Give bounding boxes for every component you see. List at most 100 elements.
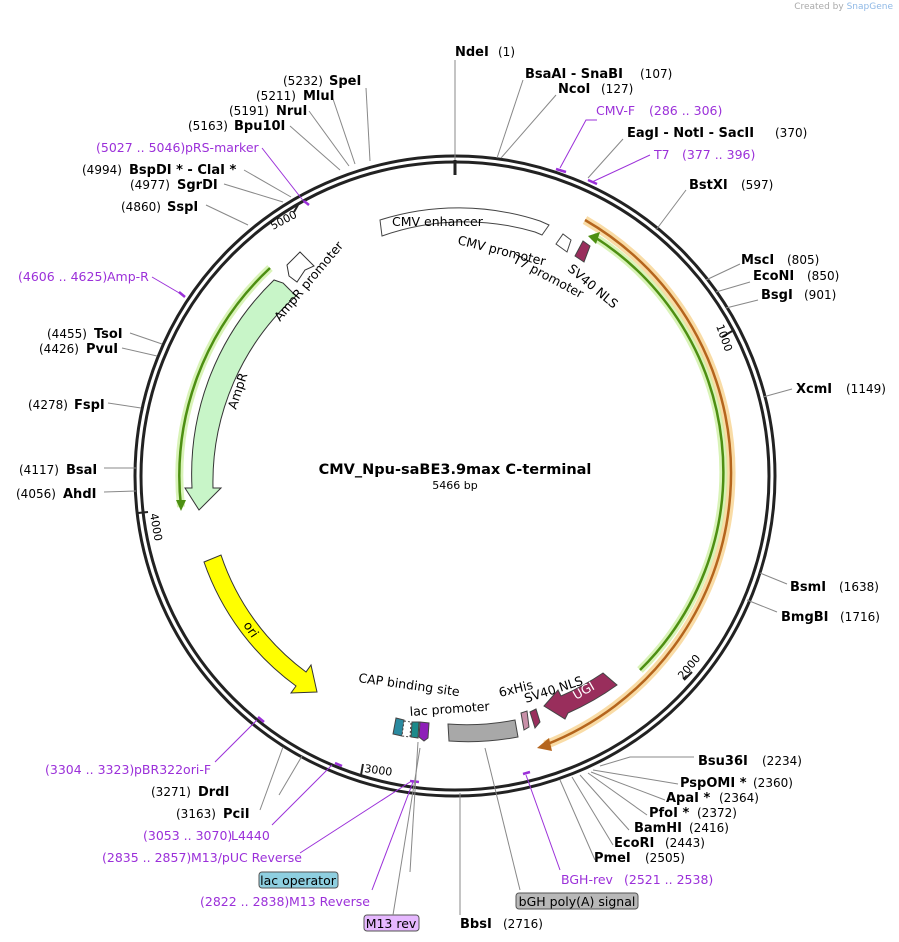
enzyme-msci-pos: (805) — [787, 253, 819, 267]
enzyme-bsgi: BsgI — [761, 288, 793, 303]
primer-pbr322ori-f: pBR322ori-F — [134, 762, 211, 777]
m13-rev-badge: M13 rev — [363, 914, 420, 932]
enzyme-bbsi: BbsI — [460, 917, 492, 932]
enzyme-econi: EcoNI — [753, 269, 794, 284]
his-arrow — [520, 710, 530, 731]
orf-orange — [537, 216, 736, 751]
enzyme-pspomi: PspOMI * — [680, 776, 747, 791]
enzyme-pfoi-pos: (2372) — [697, 806, 737, 820]
primer-cmv-f: CMV-F — [596, 103, 635, 118]
svg-text:bGH poly(A) signal: bGH poly(A) signal — [519, 894, 636, 909]
enzyme-mlui-pos: (5211) — [256, 89, 296, 103]
enzyme-spei-pos: (5232) — [283, 74, 323, 88]
enzyme-bsai: BsaI — [66, 463, 97, 478]
orf-green — [588, 232, 728, 673]
enzyme-xcmi: XcmI — [796, 382, 832, 397]
enzyme-sspi: SspI — [167, 200, 198, 215]
svg-text:3000: 3000 — [364, 762, 394, 779]
cmv-enhancer-label: CMV enhancer — [392, 214, 484, 229]
tick-2000: 2000 — [675, 652, 703, 682]
enzyme-bmgbi-pos: (1716) — [840, 610, 880, 624]
lac-promoter-label: lac promoter — [409, 698, 491, 719]
watermark: Created by SnapGene — [794, 2, 893, 12]
enzyme-apai: ApaI * — [666, 791, 711, 806]
enzyme-bsai-pos: (4117) — [19, 463, 59, 477]
enzyme-ahdi-pos: (4056) — [16, 487, 56, 501]
enzyme-drdi-pos: (3271) — [151, 785, 191, 799]
enzyme-ahdi: AhdI — [63, 487, 96, 502]
enzyme-pfoi: PfoI * — [649, 806, 689, 821]
orf-green-left — [175, 265, 273, 511]
enzyme-sspi-pos: (4860) — [121, 200, 161, 214]
enzyme-bmgbi: BmgBI — [781, 610, 829, 625]
lac-operator-badge: lac operator — [258, 871, 339, 889]
enzyme-bbsi-pos: (2716) — [503, 917, 543, 931]
primer-prs-marker: pRS-marker — [185, 140, 260, 155]
enzyme-pmei: PmeI — [594, 851, 631, 866]
tick-5000: 5000 — [268, 204, 299, 233]
ampr-promoter-arrow — [286, 251, 315, 283]
enzyme-pspomi-pos: (2360) — [753, 776, 793, 790]
primer-prs-marker-range: (5027 .. 5046) — [96, 140, 185, 155]
plasmid-length: 5466 bp — [432, 479, 477, 492]
tick-3000: 3000 — [360, 762, 394, 779]
sv40-nls-top-arrow — [574, 240, 591, 263]
enzyme-xcmi-pos: (1149) — [846, 382, 886, 396]
enzyme-econi-pos: (850) — [807, 269, 839, 283]
primer-cmv-f-range: (286 .. 306) — [649, 103, 722, 118]
enzyme-sgrdi: SgrDI — [177, 178, 218, 193]
enzyme-bsaai: BsaAI - SnaBI — [525, 67, 623, 82]
snapgene-logo: SnapGene — [846, 2, 893, 12]
primer-labels: CMV-F (286 .. 306) T7 (377 .. 396) BGH-r… — [18, 103, 755, 909]
enzyme-fspi-pos: (4278) — [28, 398, 68, 412]
primer-m13-reverse: M13 Reverse — [289, 894, 370, 909]
enzyme-tsoi: TsoI — [94, 327, 123, 342]
enzyme-bsu36i-pos: (2234) — [762, 754, 802, 768]
enzyme-eagi: EagI - NotI - SacII — [627, 126, 754, 141]
enzyme-pcii-pos: (3163) — [176, 807, 216, 821]
primer-pbr322ori-f-range: (3304 .. 3323) — [45, 762, 134, 777]
bgh-badge: bGH poly(A) signal — [515, 892, 639, 910]
enzyme-bsmi: BsmI — [790, 580, 826, 595]
plasmid-name: CMV_Npu-saBE3.9max C-terminal — [319, 462, 592, 478]
primer-m13-reverse-range: (2822 .. 2838) — [200, 894, 289, 909]
enzyme-ncoi-pos: (127) — [601, 82, 633, 96]
lac-promoter-arrow — [418, 721, 430, 742]
enzyme-ndei-pos: (1) — [498, 45, 515, 59]
enzyme-labels: NdeI (1) BsaAI - SnaBI (107) NcoI (127) … — [16, 45, 886, 932]
cmv-enhancer-arrow — [379, 207, 550, 237]
enzyme-fspi: FspI — [74, 398, 105, 413]
enzyme-sgrdi-pos: (4977) — [130, 178, 170, 192]
lac-operator-block — [410, 721, 420, 739]
enzyme-msci: MscI — [741, 253, 774, 268]
enzyme-bpu10i-pos: (5163) — [188, 119, 228, 133]
enzyme-spei: SpeI — [329, 74, 361, 89]
enzyme-ecori-pos: (2443) — [665, 836, 705, 850]
primer-bgh-rev: BGH-rev — [561, 872, 614, 887]
enzyme-drdi: DrdI — [198, 785, 229, 800]
sv40-nls-bottom-arrow — [529, 708, 541, 730]
enzyme-pcii: PciI — [223, 807, 250, 822]
enzyme-apai-pos: (2364) — [719, 791, 759, 805]
enzyme-mlui: MluI — [303, 89, 334, 104]
svg-text:lac operator: lac operator — [260, 873, 337, 888]
enzyme-pmei-pos: (2505) — [645, 851, 685, 865]
cmv-promoter-arrow — [555, 233, 572, 253]
enzyme-clai-pos: (4994) — [82, 163, 122, 177]
ampr-arrow — [184, 279, 297, 511]
enzyme-bpu10i: Bpu10I — [234, 119, 285, 134]
enzyme-bsaai-pos: (107) — [640, 67, 672, 81]
primer-l4440: L4440 — [231, 828, 270, 843]
lac-promoter-dotted — [401, 720, 412, 738]
svg-text:4000: 4000 — [147, 512, 165, 542]
enzyme-bamhi-pos: (2416) — [689, 821, 729, 835]
enzyme-clai: BspDI * - ClaI * — [129, 163, 236, 178]
enzyme-bsu36i: Bsu36I — [698, 754, 748, 769]
enzyme-ncoi: NcoI — [558, 82, 590, 97]
primer-amp-r: Amp-R — [107, 269, 149, 284]
primer-m13-puc: M13/pUC Reverse — [191, 850, 302, 865]
primer-t7: T7 — [653, 147, 670, 162]
enzyme-pvui-pos: (4426) — [39, 342, 79, 356]
primer-leader-lines — [151, 119, 651, 891]
